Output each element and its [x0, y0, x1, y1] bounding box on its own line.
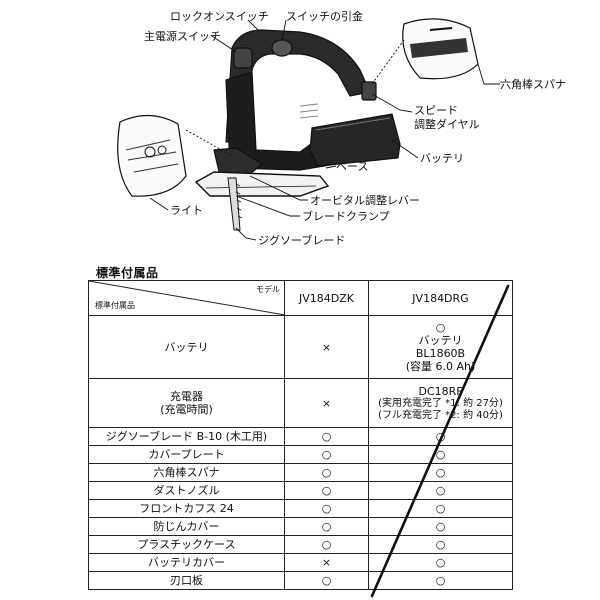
cell-dzk: ×: [284, 315, 369, 379]
label-orbital-lever: オービタル調整レバー: [310, 194, 420, 207]
model-header-dzk: JV184DZK: [284, 280, 369, 316]
row-name: 防じんカバー: [88, 517, 285, 536]
cell-drg-line: DC18RF: [418, 384, 463, 398]
jigsaw-illustration: [117, 18, 500, 241]
label-battery: バッテリ: [420, 152, 464, 165]
row-name: プラスチックケース: [88, 535, 285, 554]
cell-dzk: ○: [284, 499, 369, 518]
cell-drg-line: ○: [435, 321, 446, 334]
label-main-power-switch: 主電源スイッチ: [144, 30, 221, 43]
table-header-row: モデル 標準付属品 JV184DZK JV184DRG: [88, 280, 513, 316]
cell-drg-line: BL1860B: [415, 347, 466, 360]
corner-diagonal: [89, 281, 285, 315]
cell-dzk: ○: [284, 463, 369, 482]
label-base: ベース: [336, 160, 369, 173]
row-name: ジグソーブレード B-10 (木工用): [88, 427, 285, 446]
cell-dzk: ○: [284, 571, 369, 590]
table-corner-cell: モデル 標準付属品: [88, 280, 285, 316]
cell-drg: DC18RF (実用充電完了 *1: 約 27分) (フル充電完了 *2: 約 …: [368, 378, 513, 428]
row-name: カバープレート: [88, 445, 285, 464]
cell-drg: ○: [368, 553, 513, 572]
cell-dzk: ×: [284, 553, 369, 572]
cell-drg-line: バッテリ: [418, 334, 463, 347]
row-name-line: 充電器: [170, 390, 203, 403]
row-name: バッテリ: [88, 315, 285, 379]
cell-drg-line: (実用充電完了 *1: 約 27分): [378, 397, 503, 409]
label-blade-clamp: ブレードクランプ: [302, 210, 390, 223]
cell-drg: ○: [368, 481, 513, 500]
label-light: ライト: [170, 204, 203, 217]
table-row: 充電器 (充電時間) × DC18RF (実用充電完了 *1: 約 27分) (…: [88, 378, 513, 428]
table-row: ジグソーブレード B-10 (木工用) ○ ○: [88, 427, 513, 446]
accessories-table: モデル 標準付属品 JV184DZK JV184DRG バッテリ × ○ バッテ…: [88, 280, 513, 590]
section-title: 標準付属品: [96, 266, 159, 280]
jigsaw-diagram: ロックオンスイッチ スイッチの引金 主電源スイッチ 六角棒スパナ スピード 調整…: [0, 0, 600, 262]
label-switch-trigger: スイッチの引金: [286, 10, 363, 23]
table-row: 刃口板 ○ ○: [88, 571, 513, 590]
table-row: フロントカフス 24 ○ ○: [88, 499, 513, 518]
cell-drg: ○: [368, 571, 513, 590]
cell-drg: ○: [368, 445, 513, 464]
cell-dzk: ○: [284, 481, 369, 500]
cell-dzk: ○: [284, 427, 369, 446]
cell-dzk: ○: [284, 517, 369, 536]
table-row: 六角棒スパナ ○ ○: [88, 463, 513, 482]
row-name: フロントカフス 24: [88, 499, 285, 518]
label-jigsaw-blade: ジグソーブレード: [258, 234, 346, 247]
cell-drg: ○: [368, 499, 513, 518]
row-name: バッテリカバー: [88, 553, 285, 572]
cell-drg: ○: [368, 463, 513, 482]
table-row: バッテリ × ○ バッテリ BL1860B (容量 6.0 Ah): [88, 315, 513, 379]
cell-drg: ○: [368, 427, 513, 446]
corner-model-label: モデル: [256, 285, 280, 294]
corner-accessory-label: 標準付属品: [95, 301, 135, 310]
table-row: 防じんカバー ○ ○: [88, 517, 513, 536]
table-row: カバープレート ○ ○: [88, 445, 513, 464]
cell-dzk: ○: [284, 445, 369, 464]
label-speed-dial-line2: 調整ダイヤル: [414, 118, 480, 131]
label-lock-on-switch: ロックオンスイッチ: [170, 10, 269, 23]
cell-drg: ○: [368, 535, 513, 554]
label-hex-wrench: 六角棒スパナ: [500, 78, 566, 91]
cell-dzk: ×: [284, 378, 369, 428]
table-row: プラスチックケース ○ ○: [88, 535, 513, 554]
table-row: ダストノズル ○ ○: [88, 481, 513, 500]
cell-drg-line: (容量 6.0 Ah): [405, 360, 476, 373]
row-name: 六角棒スパナ: [88, 463, 285, 482]
cell-drg: ○ バッテリ BL1860B (容量 6.0 Ah): [368, 315, 513, 379]
model-header-drg: JV184DRG: [368, 280, 513, 316]
row-name: ダストノズル: [88, 481, 285, 500]
cell-dzk: ○: [284, 535, 369, 554]
cell-drg-line: (フル充電完了 *2: 約 40分): [378, 409, 503, 421]
table-row: バッテリカバー × ○: [88, 553, 513, 572]
label-speed-dial-line1: スピード: [414, 104, 458, 117]
cell-drg: ○: [368, 517, 513, 536]
row-name: 刃口板: [88, 571, 285, 590]
row-name: 充電器 (充電時間): [88, 378, 285, 428]
row-name-line: (充電時間): [160, 403, 213, 416]
